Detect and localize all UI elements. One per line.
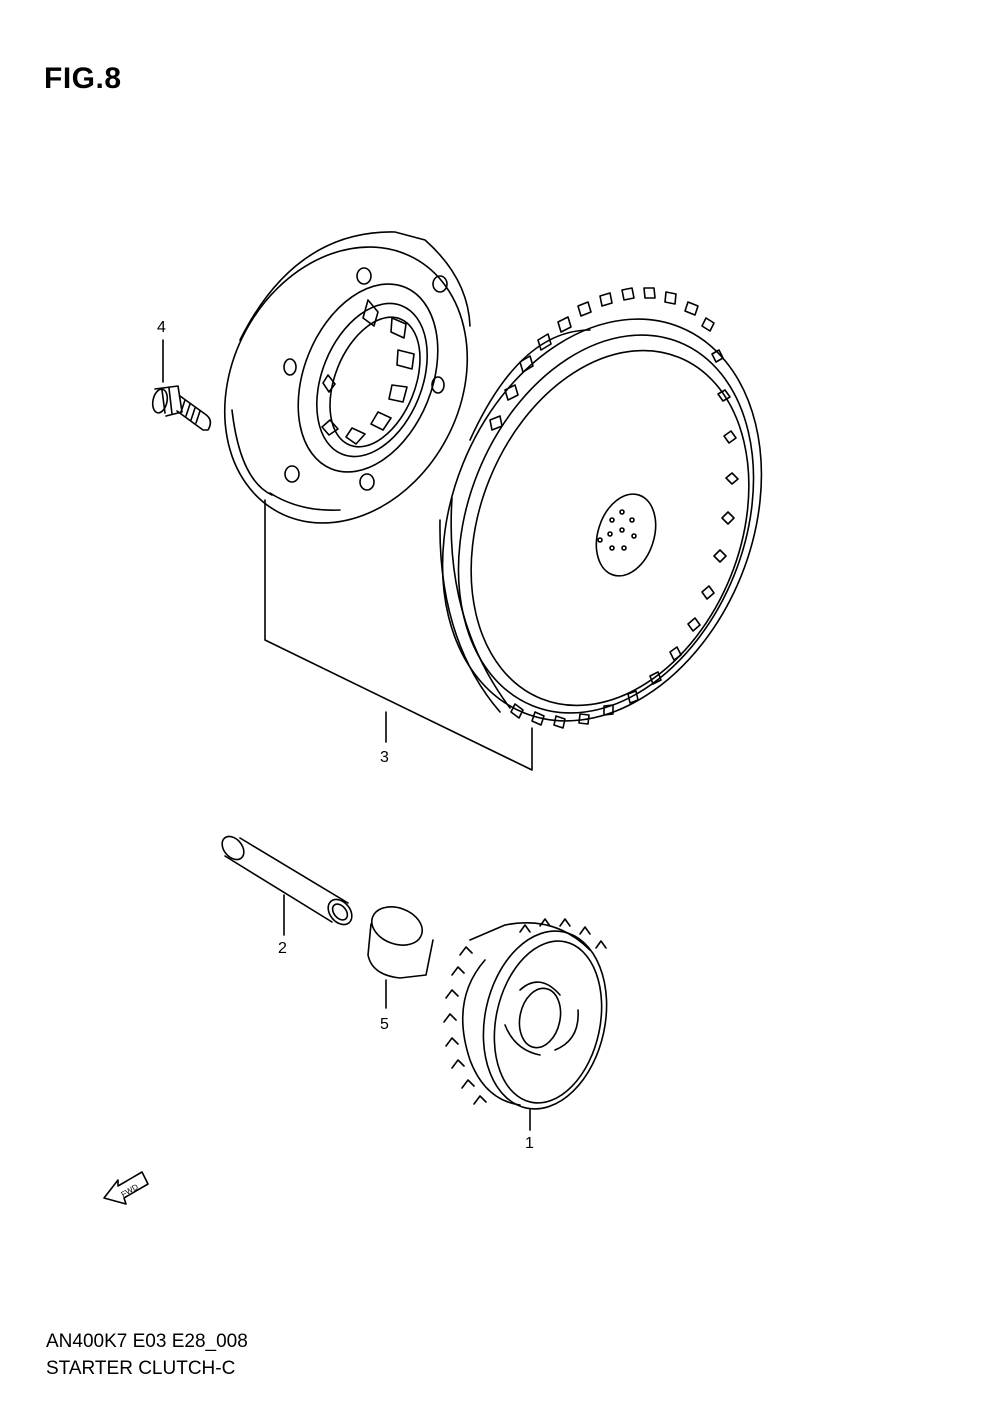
flywheel-gear-part [439, 287, 763, 729]
part-3-leader-bracket [264, 499, 533, 771]
part-label-4: 4 [157, 319, 166, 336]
shaft-part [221, 835, 353, 936]
part-label-3: 3 [380, 749, 389, 766]
bushing-part [367, 906, 434, 1009]
clutch-housing-part [223, 231, 471, 524]
bolt-part [151, 385, 212, 431]
idle-gear-part [443, 918, 608, 1131]
part-label-1: 1 [525, 1135, 534, 1152]
part-label-2: 2 [278, 940, 287, 957]
diagram-code: AN400K7 E03 E28_008 [46, 1331, 248, 1352]
part-label-5: 5 [380, 1016, 389, 1033]
diagram-name: STARTER CLUTCH-C [46, 1358, 236, 1379]
fwd-arrow-icon: FWD [103, 1171, 149, 1205]
figure-title: FIG.8 [44, 62, 122, 95]
